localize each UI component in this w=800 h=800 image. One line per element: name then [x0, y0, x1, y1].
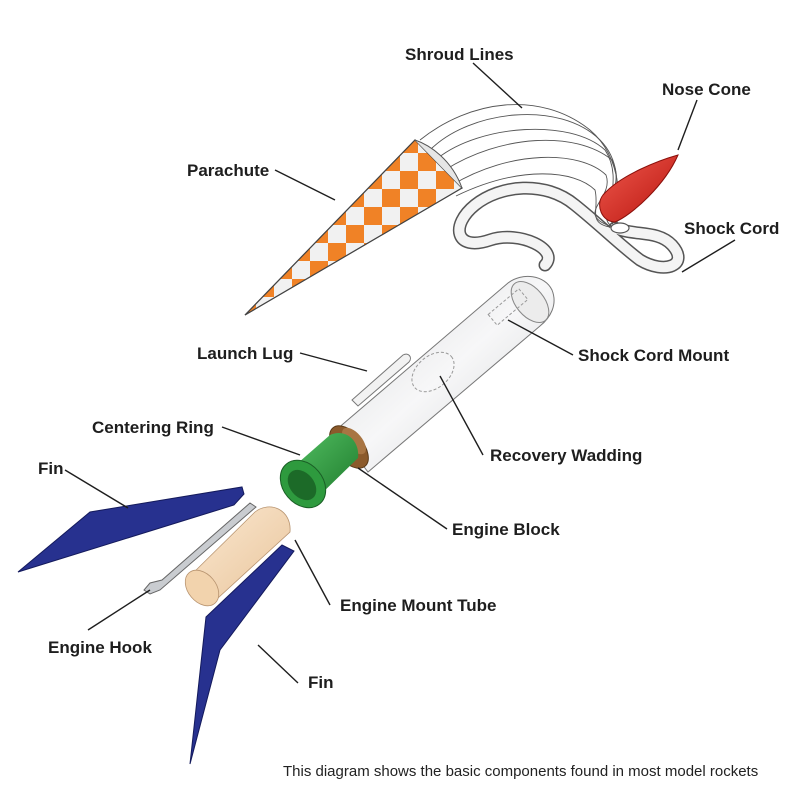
label-shroud-lines: Shroud Lines: [405, 45, 514, 64]
label-fin-lower: Fin: [308, 673, 334, 692]
fin-upper: [17, 486, 245, 573]
label-launch-lug: Launch Lug: [197, 344, 293, 363]
label-parachute: Parachute: [187, 161, 269, 180]
label-engine-mount-tube: Engine Mount Tube: [340, 596, 496, 615]
parachute: [244, 139, 463, 316]
body-tube: [335, 275, 555, 473]
caption: This diagram shows the basic components …: [283, 763, 759, 780]
leader-lines: [64, 62, 736, 684]
nose-cone: [599, 154, 679, 234]
label-recovery-wadding: Recovery Wadding: [490, 446, 642, 465]
launch-lug: [351, 353, 411, 407]
fin-lower: [189, 544, 295, 765]
engine-mount-tube: [184, 506, 291, 607]
label-shock-cord: Shock Cord: [684, 219, 779, 238]
label-centering-ring: Centering Ring: [92, 418, 214, 437]
shock-cord: [452, 181, 685, 274]
label-fin-upper: Fin: [38, 459, 64, 478]
label-engine-block: Engine Block: [452, 520, 560, 539]
shroud-lines: [419, 104, 620, 229]
label-nose-cone: Nose Cone: [662, 80, 751, 99]
centering-ring: [279, 432, 359, 509]
label-shock-cord-mount: Shock Cord Mount: [578, 346, 729, 365]
label-engine-hook: Engine Hook: [48, 638, 152, 657]
